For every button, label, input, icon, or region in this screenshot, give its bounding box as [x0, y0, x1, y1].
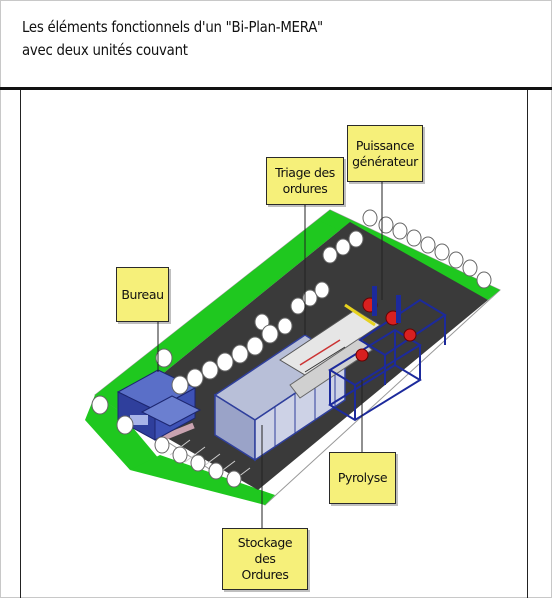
left-border-line: [20, 90, 21, 598]
callout-bureau-label: Bureau: [121, 286, 164, 302]
title-line-2: avec deux unités couvant: [22, 41, 188, 59]
callout-stockage: Stockage des Ordures: [222, 528, 308, 590]
generators: [344, 286, 417, 362]
callout-puissance: Puissance générateur: [347, 125, 423, 182]
figure-title: Les éléments fonctionnels d'un "Bi-Plan-…: [22, 16, 323, 62]
title-divider: [0, 87, 552, 90]
callout-pyrolyse: Pyrolyse: [329, 452, 396, 504]
callout-bureau: Bureau: [116, 267, 169, 322]
callout-stockage-label: Stockage des Ordures: [237, 535, 293, 582]
callout-pyrolyse-label: Pyrolyse: [337, 470, 388, 485]
sorting-conveyor: [279, 309, 381, 399]
office-building: [116, 369, 202, 441]
callout-triage: Triage des ordures: [266, 157, 344, 205]
leader-lines: [157, 182, 383, 528]
trees: [91, 209, 492, 488]
title-line-1: Les éléments fonctionnels d'un "Bi-Plan-…: [22, 18, 323, 36]
right-border-line: [527, 90, 528, 598]
callout-puissance-label: Puissance générateur: [352, 137, 418, 169]
lawn-front-strip: [130, 455, 275, 505]
callout-triage-label: Triage des ordures: [275, 165, 335, 196]
